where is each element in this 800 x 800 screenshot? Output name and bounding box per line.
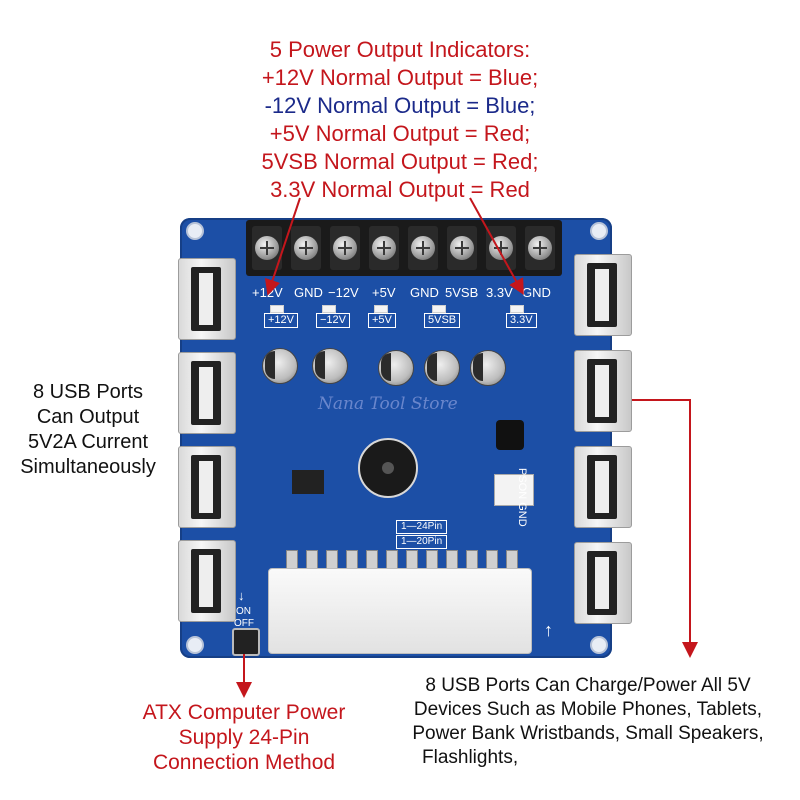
capacitor bbox=[470, 350, 506, 386]
terminal-3[interactable] bbox=[330, 226, 360, 270]
terminal-label: 3.3V bbox=[486, 285, 513, 300]
arrow-up-icon: ↑ bbox=[544, 620, 553, 640]
usb-port-right-3[interactable] bbox=[574, 446, 632, 528]
bottom-left-caption-line: Connection Method bbox=[152, 751, 336, 774]
indicator-line-5vsb: 5VSB Normal Output = Red; bbox=[261, 149, 539, 174]
usb-port-left-1[interactable] bbox=[178, 258, 236, 340]
arrow-to-12v bbox=[264, 197, 301, 296]
led-3v3 bbox=[510, 305, 524, 313]
terminal-6[interactable] bbox=[447, 226, 477, 270]
mount-hole-bl bbox=[186, 636, 204, 654]
jst-connector bbox=[494, 474, 534, 506]
indicator-line-12v: +12V Normal Output = Blue; bbox=[120, 64, 680, 92]
bottom-right-caption: 8 USB Ports Can Charge/Power All 5V Devi… bbox=[378, 674, 798, 770]
bottom-right-caption-line: Devices Such as Mobile Phones, Tablets, bbox=[413, 699, 763, 720]
switch-off-label: OFF bbox=[234, 618, 254, 629]
arrow-down-icon: ↓ bbox=[238, 588, 245, 603]
usb-port-right-4[interactable] bbox=[574, 542, 632, 624]
terminal-8[interactable] bbox=[525, 226, 555, 270]
bottom-left-caption: ATX Computer Power Supply 24-Pin Connect… bbox=[120, 700, 368, 775]
bottom-right-caption-line: Power Bank Wristbands, Small Speakers, bbox=[412, 723, 764, 744]
screw-icon bbox=[411, 236, 435, 260]
power-switch[interactable] bbox=[232, 628, 260, 656]
pin-header-20: 1—20Pin bbox=[396, 535, 448, 549]
usb-port-left-2[interactable] bbox=[178, 352, 236, 434]
terminal-5[interactable] bbox=[408, 226, 438, 270]
arrow-to-3v3 bbox=[469, 197, 524, 295]
left-caption: 8 USB Ports Can Output 5V2A Current Simu… bbox=[0, 380, 176, 480]
mount-hole-tl bbox=[186, 222, 204, 240]
buzzer bbox=[358, 438, 418, 498]
screw-icon bbox=[255, 236, 279, 260]
terminal-4[interactable] bbox=[369, 226, 399, 270]
terminal-label: 5VSB bbox=[445, 285, 479, 300]
bottom-right-caption-line: 8 USB Ports Can Charge/Power All 5V bbox=[425, 675, 751, 696]
terminal-block bbox=[246, 220, 562, 276]
usb-port-left-3[interactable] bbox=[178, 446, 236, 528]
usb-port-right-1[interactable] bbox=[574, 254, 632, 336]
indicator-line-neg12v: -12V Normal Output = Blue; bbox=[264, 93, 536, 118]
header-title: 5 Power Output Indicators: bbox=[269, 37, 531, 62]
capacitor bbox=[262, 348, 298, 384]
screw-icon bbox=[450, 236, 474, 260]
terminal-label: GND bbox=[410, 285, 439, 300]
led-label: +12V bbox=[264, 313, 298, 328]
terminal-1[interactable] bbox=[252, 226, 282, 270]
usb-port-right-2[interactable] bbox=[574, 350, 632, 432]
screw-icon bbox=[372, 236, 396, 260]
screw-icon bbox=[333, 236, 357, 260]
indicator-12v-text: +12V Normal Output = Blue; bbox=[261, 65, 539, 90]
terminal-label: +5V bbox=[372, 285, 396, 300]
capacitor bbox=[312, 348, 348, 384]
mount-hole-br bbox=[590, 636, 608, 654]
led-5vsb bbox=[432, 305, 446, 313]
left-caption-line: Simultaneously bbox=[20, 456, 156, 478]
indicator-line-5v: +5V Normal Output = Red; bbox=[269, 121, 531, 146]
bottom-left-caption-line: Supply 24-Pin bbox=[178, 726, 310, 749]
capacitor bbox=[424, 350, 460, 386]
screw-icon bbox=[294, 236, 318, 260]
pin-header-24: 1—24Pin bbox=[396, 520, 448, 534]
left-caption-line: 8 USB Ports bbox=[32, 381, 144, 403]
led-label: 3.3V bbox=[506, 313, 537, 328]
arrow-to-usb-caption bbox=[632, 399, 698, 658]
screw-icon bbox=[528, 236, 552, 260]
switch-on-label: ON bbox=[236, 606, 251, 617]
led-12v bbox=[270, 305, 284, 313]
left-caption-line: Can Output bbox=[36, 406, 140, 428]
atx-24pin-connector[interactable] bbox=[268, 568, 532, 654]
led-label: −12V bbox=[316, 313, 350, 328]
led-label: +5V bbox=[368, 313, 396, 328]
ir-receiver bbox=[496, 420, 524, 450]
watermark: Nana Tool Store bbox=[318, 394, 458, 414]
terminal-label: −12V bbox=[328, 285, 359, 300]
terminal-2[interactable] bbox=[291, 226, 321, 270]
left-caption-line: 5V2A Current bbox=[27, 431, 149, 453]
terminal-label: GND bbox=[294, 285, 323, 300]
capacitor bbox=[378, 350, 414, 386]
usb-port-left-4[interactable] bbox=[178, 540, 236, 622]
led-label: 5VSB bbox=[424, 313, 461, 328]
ic-chip bbox=[292, 470, 324, 494]
led-5v bbox=[374, 305, 388, 313]
mount-hole-tr bbox=[590, 222, 608, 240]
bottom-left-caption-line: ATX Computer Power bbox=[142, 701, 346, 724]
led-neg12v bbox=[322, 305, 336, 313]
indicator-line-3v3: 3.3V Normal Output = Red bbox=[270, 177, 530, 202]
terminal-label: GND bbox=[522, 285, 551, 300]
bottom-right-caption-line: Flashlights, bbox=[422, 747, 519, 768]
